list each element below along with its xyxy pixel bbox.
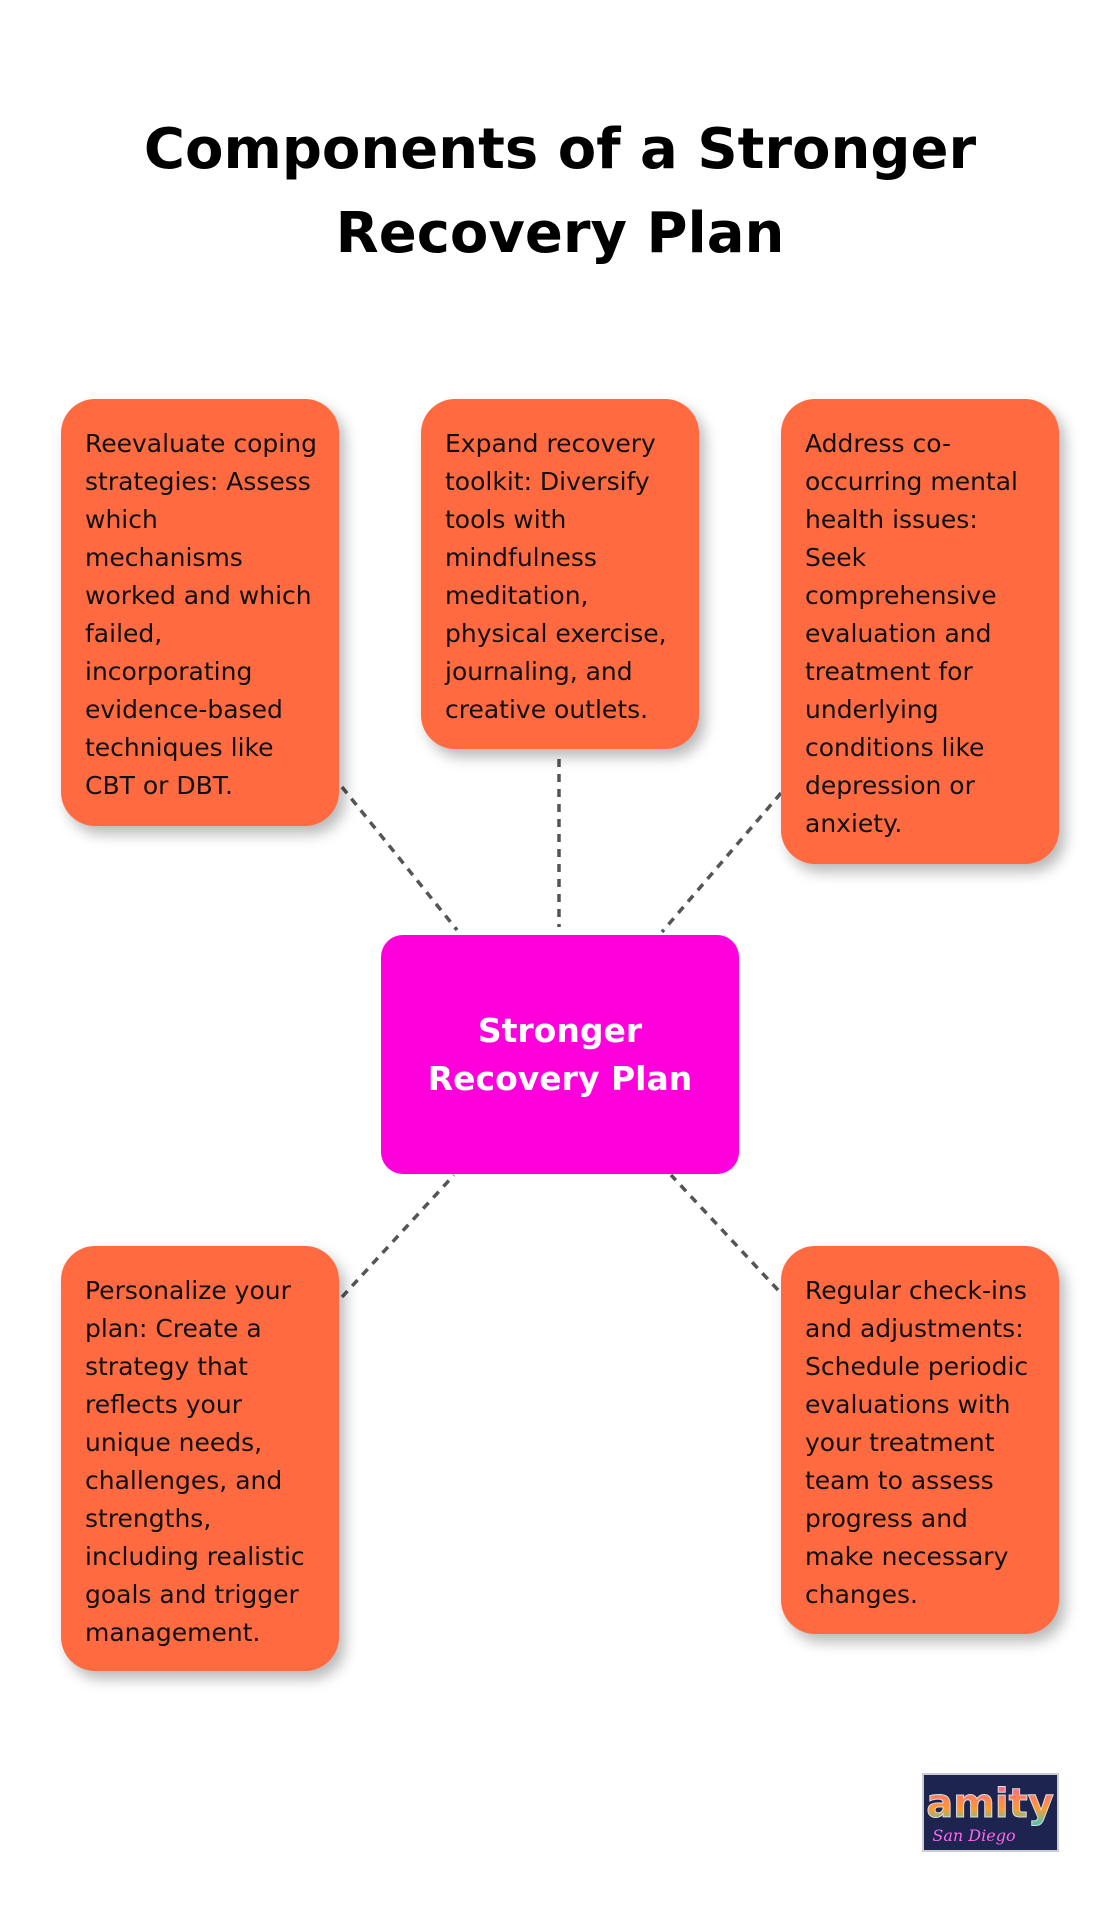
amity-logo: amity San Diego <box>922 1773 1059 1852</box>
svg-text:San Diego: San Diego <box>932 1826 1015 1845</box>
node-check-ins: Regular check-ins and adjustments: Sched… <box>781 1246 1059 1634</box>
page-title: Components of a Stronger Recovery Plan <box>143 117 977 266</box>
connector-line <box>340 785 459 932</box>
node-recovery-toolkit: Expand recovery toolkit: Diversify tools… <box>421 399 699 749</box>
node-mental-health: Address co-occurring mental health issue… <box>781 399 1059 864</box>
node-personalize-plan: Personalize your plan: Create a strategy… <box>61 1246 339 1671</box>
connector-line <box>340 1173 456 1299</box>
node-coping-strategies: Reevaluate coping strategies: Assess whi… <box>61 399 339 826</box>
svg-text:amity: amity <box>926 1781 1054 1827</box>
connector-line <box>660 791 783 934</box>
connector-line <box>669 1173 780 1292</box>
center-node: Stronger Recovery Plan <box>381 935 739 1174</box>
